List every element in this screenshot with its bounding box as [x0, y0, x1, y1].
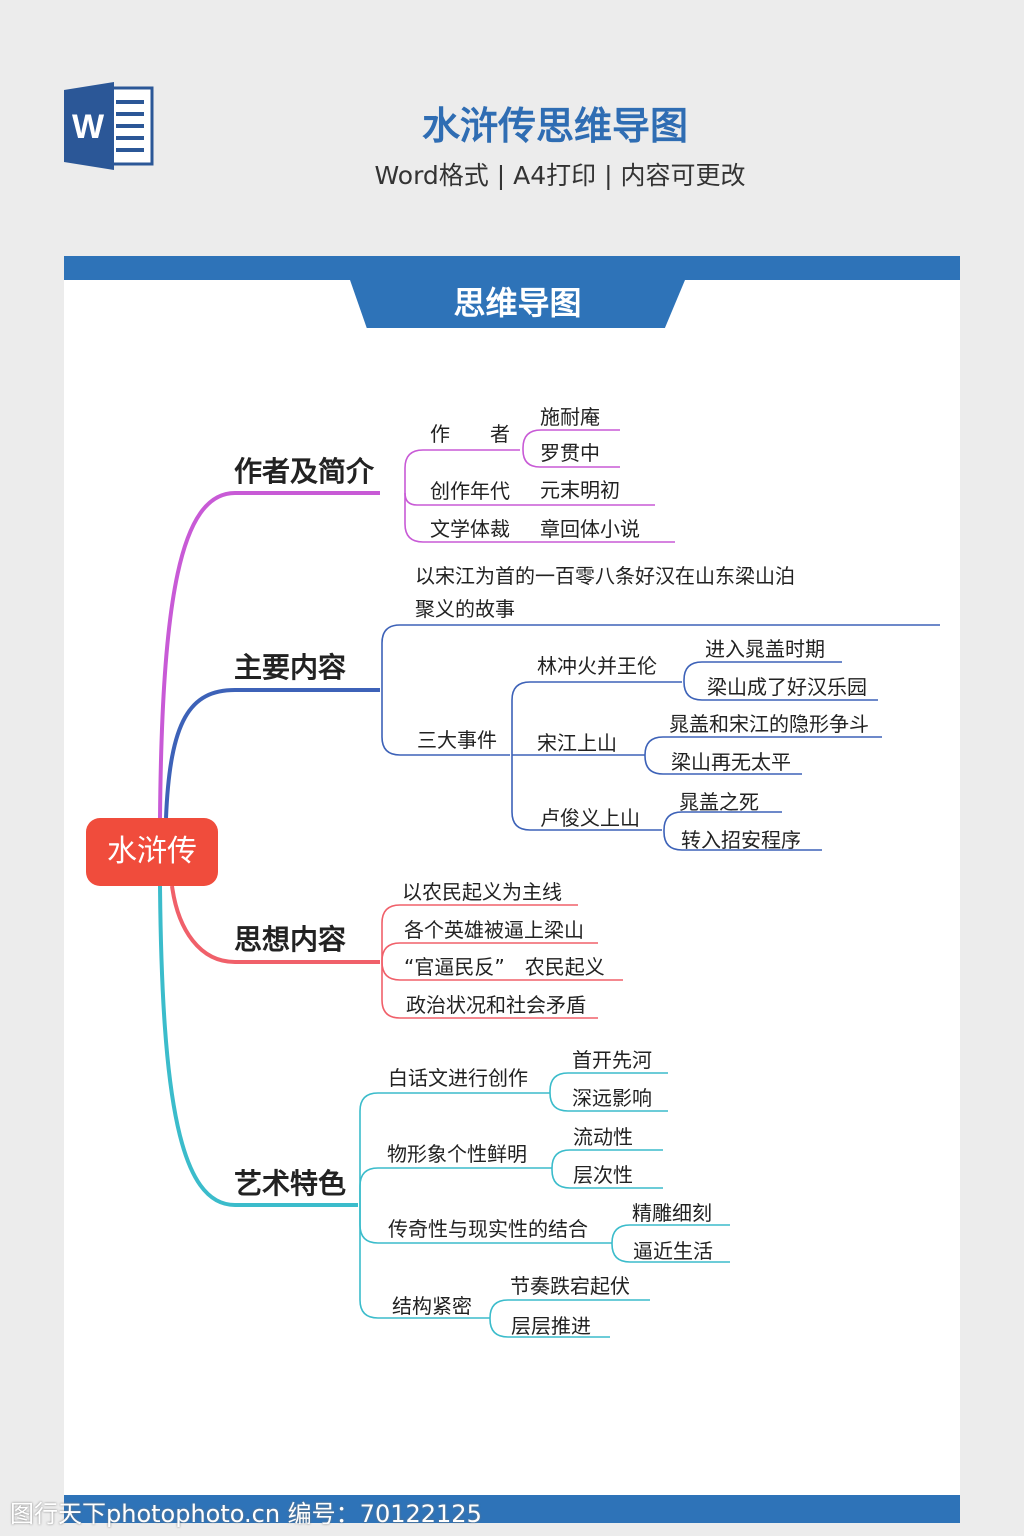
- branch-art[interactable]: 艺术特色: [234, 1167, 347, 1200]
- trunk-red: [170, 885, 380, 964]
- leaf[interactable]: 进入晁盖时期: [705, 637, 825, 661]
- connector: [549, 1092, 668, 1112]
- connector: [404, 449, 520, 493]
- connector: [683, 681, 878, 701]
- connector: [511, 755, 662, 831]
- connector: [381, 904, 578, 962]
- bottom-bar: [64, 1495, 960, 1523]
- node-art[interactable]: 结构紧密: [392, 1294, 472, 1318]
- connector: [359, 1167, 552, 1205]
- leaf[interactable]: 深远影响: [572, 1086, 652, 1110]
- node-era[interactable]: 创作年代: [430, 479, 510, 503]
- trunk-teal: [158, 885, 358, 1207]
- branch-ideas[interactable]: 思想内容: [234, 923, 347, 956]
- leaf[interactable]: 元末明初: [540, 478, 620, 502]
- connector: [522, 449, 620, 468]
- page-subtitle: Word格式 | A4打印 | 内容可更改: [374, 161, 746, 190]
- leaf[interactable]: 各个英雄被逼上梁山: [404, 918, 584, 942]
- connector: [611, 1224, 730, 1244]
- leaf[interactable]: 首开先河: [572, 1048, 652, 1072]
- summary-line[interactable]: 以宋江为首的一百零八条好汉在山东梁山泊: [415, 564, 795, 588]
- leaf[interactable]: 精雕细刻: [632, 1201, 712, 1225]
- leaf[interactable]: 层次性: [573, 1163, 633, 1187]
- leaf[interactable]: 梁山再无太平: [671, 750, 791, 774]
- connector: [611, 1243, 730, 1263]
- leaf[interactable]: 逼近生活: [633, 1239, 713, 1263]
- node-three-events[interactable]: 三大事件: [417, 728, 497, 752]
- connector: [381, 962, 598, 1019]
- summary-line[interactable]: 聚义的故事: [415, 597, 515, 621]
- node-art[interactable]: 传奇性与现实性的结合: [388, 1217, 588, 1241]
- leaf[interactable]: 梁山成了好汉乐园: [707, 675, 867, 699]
- connector: [404, 493, 675, 543]
- node-event[interactable]: 林冲火并王伦: [537, 654, 657, 678]
- trunk-blue: [164, 688, 380, 819]
- connector: [551, 1149, 663, 1169]
- leaf[interactable]: 层层推进: [511, 1314, 591, 1338]
- trunk-pink: [158, 491, 380, 819]
- node-genre[interactable]: 文学体裁: [430, 517, 510, 541]
- leaf[interactable]: 施耐庵: [540, 405, 600, 429]
- leaf[interactable]: 转入招安程序: [681, 828, 801, 852]
- connector: [551, 1168, 663, 1189]
- connector: [522, 429, 620, 450]
- leaf[interactable]: 节奏跌宕起伏: [510, 1274, 630, 1298]
- connector: [381, 942, 598, 962]
- connector: [381, 690, 510, 756]
- connector: [663, 830, 822, 851]
- leaf[interactable]: 章回体小说: [540, 517, 640, 541]
- branch-author[interactable]: 作者及简介: [234, 455, 375, 488]
- connector: [644, 755, 802, 775]
- connector: [359, 1205, 490, 1319]
- connector: [489, 1318, 610, 1338]
- leaf[interactable]: 晁盖之死: [679, 790, 759, 814]
- document-page: [64, 280, 960, 1495]
- branch-content[interactable]: 主要内容: [234, 651, 347, 684]
- connector: [489, 1299, 650, 1319]
- root-node[interactable]: 水浒传: [86, 818, 218, 886]
- node-author[interactable]: 作 者: [430, 422, 510, 446]
- connector: [683, 661, 842, 682]
- node-art[interactable]: 白话文进行创作: [388, 1066, 528, 1090]
- word-icon: W: [64, 82, 154, 170]
- svg-text:W: W: [72, 108, 105, 146]
- connector: [511, 681, 682, 755]
- watermark: 图行天下photophoto.cn 编号：70122125: [10, 1500, 482, 1528]
- leaf[interactable]: “官逼民反” 农民起义: [404, 955, 605, 979]
- node-art[interactable]: 物形象个性鲜明: [387, 1142, 527, 1166]
- node-event[interactable]: 卢俊义上山: [540, 806, 640, 830]
- page-title: 水浒传思维导图: [421, 104, 688, 148]
- connector: [663, 811, 782, 831]
- leaf[interactable]: 罗贯中: [540, 441, 600, 465]
- connector: [549, 1072, 668, 1093]
- leaf[interactable]: 晁盖和宋江的隐形争斗: [669, 712, 869, 736]
- leaf[interactable]: 以农民起义为主线: [402, 880, 562, 904]
- section-tab: 思维导图: [350, 280, 685, 328]
- connector: [381, 624, 940, 690]
- connector: [359, 1092, 550, 1205]
- node-event[interactable]: 宋江上山: [537, 731, 617, 755]
- top-bar: [64, 256, 960, 280]
- leaf[interactable]: 政治状况和社会矛盾: [406, 993, 586, 1017]
- leaf[interactable]: 流动性: [573, 1125, 633, 1149]
- connector: [644, 736, 882, 756]
